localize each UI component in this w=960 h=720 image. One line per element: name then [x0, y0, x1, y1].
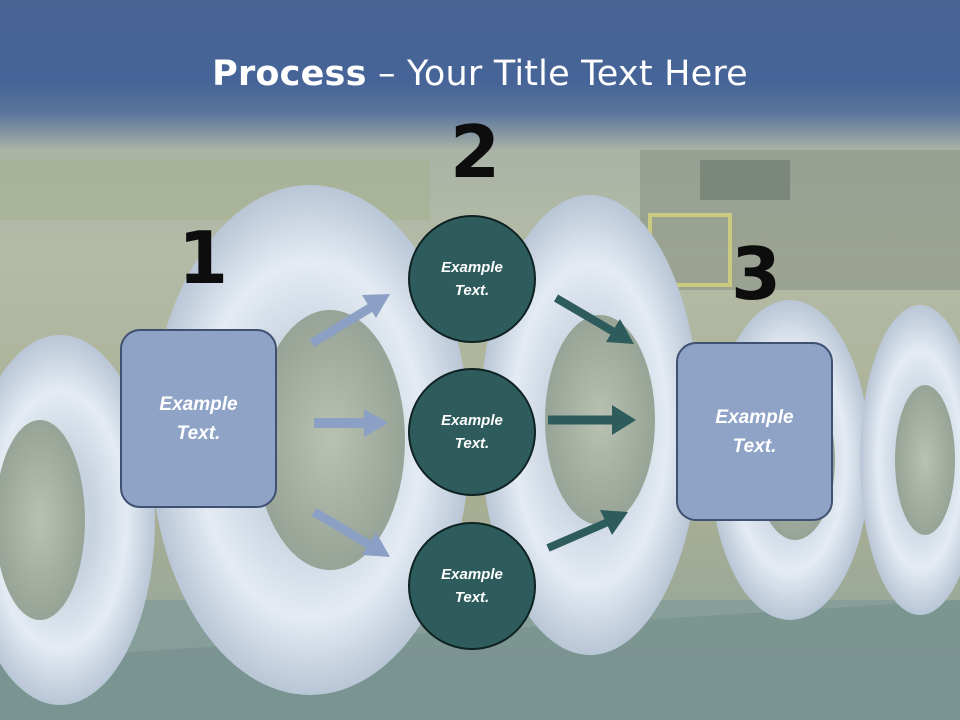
arrow-1-to-middle [314, 409, 388, 437]
step-1-box: Example Text. [120, 329, 277, 508]
title-bar [0, 0, 960, 150]
arrow-1-to-bottom [311, 508, 390, 557]
arrow-bottom-to-3 [546, 510, 628, 552]
step-2-bottom-text: Example Text. [441, 566, 503, 606]
slide-title: Process – Your Title Text Here [0, 54, 960, 94]
title-bold: Process [212, 54, 367, 94]
arrow-top-to-3 [553, 294, 634, 344]
step-number-3: 3 [731, 232, 782, 316]
step-3-box: Example Text. [676, 342, 833, 521]
step-3-text: Example Text. [715, 406, 794, 457]
step-1-text: Example Text. [159, 393, 238, 444]
step-2-circle-top: Example Text. [408, 215, 536, 343]
step-2-middle-text: Example Text. [441, 412, 503, 452]
title-rest: – Your Title Text Here [366, 54, 748, 94]
step-2-top-text: Example Text. [441, 259, 503, 299]
step-number-1: 1 [178, 216, 229, 300]
arrow-1-to-top [309, 294, 390, 347]
step-number-2: 2 [450, 110, 501, 194]
arrow-middle-to-3 [548, 405, 636, 435]
step-2-circle-bottom: Example Text. [408, 522, 536, 650]
step-2-circle-middle: Example Text. [408, 368, 536, 496]
